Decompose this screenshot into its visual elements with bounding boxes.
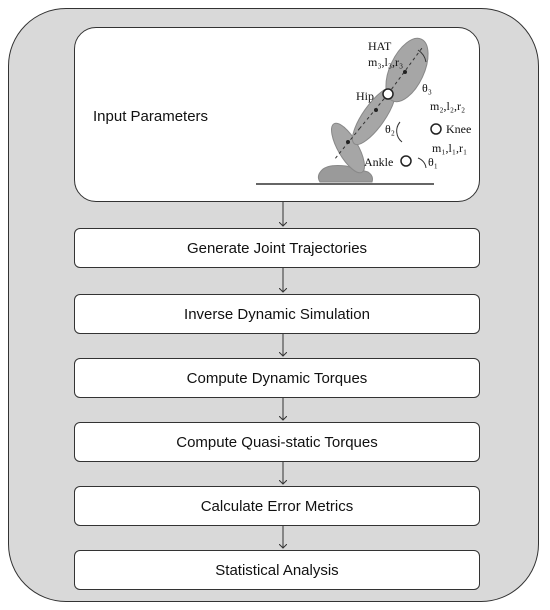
theta3-label: θ₃: [422, 81, 432, 95]
step-compute-dynamic-torques: Compute Dynamic Torques: [74, 358, 480, 398]
step-calculate-error-metrics: Calculate Error Metrics: [74, 486, 480, 526]
leg-model-figure: HAT m₃,l₃,r₃ θ₃ Hip m₂,l₂,r₂ Knee θ₂ m₁,…: [256, 37, 471, 185]
hat-params-label: m₃,l₃,r₃: [368, 55, 403, 69]
hat-label: HAT: [368, 39, 392, 53]
hip-label: Hip: [356, 89, 374, 103]
step-statistical-analysis: Statistical Analysis: [74, 550, 480, 590]
input-parameters-box: Input Parameters HAT m₃,l₃,r₃ θ₃ Hip m₂,: [74, 27, 480, 202]
knee-joint: [430, 123, 442, 135]
step-compute-quasi-static-torques: Compute Quasi-static Torques: [74, 422, 480, 462]
step-inverse-dynamic-simulation: Inverse Dynamic Simulation: [74, 294, 480, 334]
input-parameters-label: Input Parameters: [93, 108, 209, 125]
hip-joint: [382, 88, 394, 100]
knee-label: Knee: [446, 122, 471, 136]
theta1-label: θ₁: [428, 155, 438, 169]
thigh-params-label: m₂,l₂,r₂: [430, 99, 465, 113]
ankle-label: Ankle: [364, 155, 393, 169]
step-generate-joint-trajectories: Generate Joint Trajectories: [74, 228, 480, 268]
ankle-joint: [400, 155, 412, 167]
shank-params-label: m₁,l₁,r₁: [432, 141, 467, 155]
theta2-label: θ₂: [385, 122, 395, 136]
